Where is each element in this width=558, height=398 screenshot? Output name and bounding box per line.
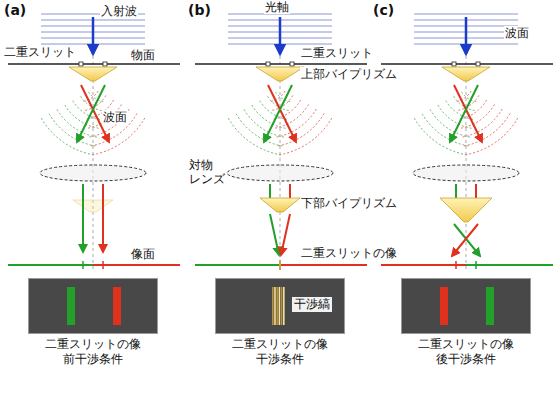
lower-biprism-label: 下部バイプリズム	[300, 196, 398, 210]
objective-lens-label: 対物 レンズ	[188, 158, 218, 187]
slit-image-label: 二重スリットの像	[300, 246, 398, 260]
slit-image-picture	[29, 279, 157, 333]
panel-letter: (b)	[187, 2, 212, 19]
optical-axis-label: 光軸	[264, 0, 290, 14]
panel-letter: (c)	[372, 2, 395, 19]
image-panel: 干渉縞二重スリットの像 干渉条件	[215, 278, 345, 334]
image-panel: 二重スリットの像 後干渉条件	[401, 278, 531, 334]
fringe-label: 干渉縞	[292, 297, 332, 312]
wavefront-label: 波面	[504, 26, 530, 40]
slit-image-picture	[402, 279, 530, 333]
incident-wave-label: 入射波	[100, 4, 138, 18]
image-panel: 二重スリットの像 前干渉条件	[28, 278, 158, 334]
double-slit-label: 二重スリット	[3, 45, 77, 59]
object-plane-label: 物面	[130, 48, 156, 62]
panel-letter: (a)	[3, 2, 27, 19]
upper-biprism-label: 上部バイプリズム	[300, 67, 398, 81]
panel-caption: 二重スリットの像 干渉条件	[210, 337, 350, 367]
image-plane-label: 像面	[130, 247, 156, 261]
double-slit-label: 二重スリット	[300, 46, 374, 60]
panel-caption: 二重スリットの像 前干渉条件	[23, 337, 163, 367]
wavefront-label: 波面	[102, 110, 128, 124]
panel-caption: 二重スリットの像 後干渉条件	[396, 337, 536, 367]
